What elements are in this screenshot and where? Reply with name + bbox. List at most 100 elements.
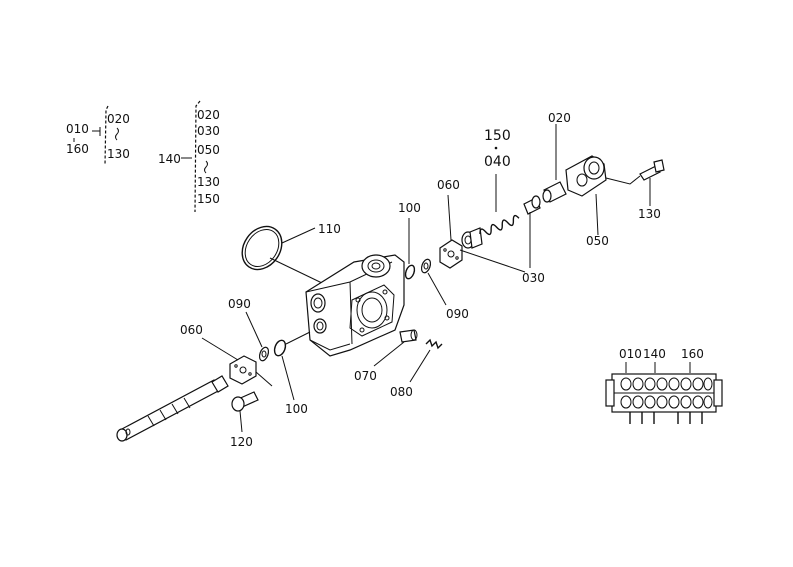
label-020: 020 (548, 111, 571, 125)
section-ellipse (644, 395, 656, 409)
legend-tilde-2 (204, 160, 208, 174)
label-060-right: 060 (437, 178, 460, 192)
legend-label-140: 140 (158, 152, 181, 166)
washer-090-right-hole (423, 262, 429, 270)
label-030: 030 (522, 271, 545, 285)
leader-110-to-body (269, 257, 323, 284)
section-ellipse (692, 377, 704, 391)
front-port-lower (313, 318, 327, 334)
part-050-housing: 050 (565, 155, 609, 248)
upper-port-hole (367, 259, 385, 273)
washer-090-left-hole (261, 350, 267, 358)
part-100-oring-bottom: 100 (273, 331, 311, 416)
leader-090-left (245, 311, 263, 348)
oring-100-top-shape (404, 264, 416, 280)
label-050: 050 (586, 234, 609, 248)
flange-bolt-hole-4 (384, 315, 390, 321)
cover-060-left-hole (239, 366, 247, 374)
flange-bolt-hole-2 (382, 289, 388, 295)
housing-050-boss (583, 156, 605, 180)
cover-060-left-shape (229, 355, 257, 385)
section-ellipse (703, 377, 713, 391)
label-130: 130 (638, 207, 661, 221)
housing-050-port (576, 173, 588, 187)
side-bore-inner (361, 297, 383, 323)
part-020-plug: 020 (542, 111, 571, 203)
part-060-cover-left: 060 (180, 323, 273, 387)
spool-shaft (119, 379, 221, 441)
spring-040-coil (479, 214, 520, 236)
assembly-label-010: 010 (619, 347, 642, 361)
legend-label-030: 030 (197, 124, 220, 138)
section-ellipse (620, 395, 632, 409)
spool-lands (147, 397, 191, 427)
part-poppet: 030 (459, 195, 545, 285)
bolt-130-leader-line (605, 175, 641, 185)
section-ellipse (620, 377, 632, 391)
part-spool (116, 375, 229, 442)
section-ellipse (703, 395, 713, 409)
legend-label-160: 160 (66, 142, 89, 156)
leader-090-right (427, 272, 447, 306)
assembly-endcap-left (605, 379, 615, 407)
label-070: 070 (354, 369, 377, 383)
section-ellipse (656, 377, 668, 391)
leader-110 (281, 227, 316, 244)
cover-060-right-bolt-1 (443, 248, 447, 252)
part-100-oring-top: 100 (398, 201, 421, 280)
leader-060-right (447, 194, 452, 241)
legend-bracket-1 (104, 105, 109, 166)
section-ellipse (668, 395, 680, 409)
oring-110-shape (241, 225, 283, 271)
cover-060-right-shape (439, 239, 463, 269)
label-060-left: 060 (180, 323, 203, 337)
label-090-right: 090 (446, 307, 469, 321)
housing-050-bore (588, 161, 600, 175)
part-090-washer-right: 090 (420, 258, 469, 321)
part-080-spring: 080 (390, 338, 443, 399)
washer-090-left-shape (258, 346, 270, 362)
label-100-bottom: 100 (285, 402, 308, 416)
legend-tilde-1 (115, 127, 119, 141)
part-130-bolt: 130 (605, 159, 665, 221)
section-ellipse (668, 377, 680, 391)
part-060-cover-right: 060 (437, 178, 463, 269)
label-120: 120 (230, 435, 253, 449)
leader-060-left-extra (255, 371, 273, 387)
washer-090-right-shape (420, 258, 432, 274)
spool-clevis-hole (125, 428, 131, 436)
legend-group-2: 140 020 030 050 130 150 (158, 100, 220, 213)
cover-060-right-hole (447, 250, 455, 258)
legend-label-130b: 130 (197, 175, 220, 189)
assembly-section-bodies (620, 377, 713, 409)
legend-label-010: 010 (66, 122, 89, 136)
label-150-dot (494, 146, 498, 150)
spool-tip (211, 375, 229, 393)
part-040-spring: 150 040 (479, 128, 520, 236)
part-110-oring: 110 (241, 222, 341, 284)
assembly-label-140: 140 (643, 347, 666, 361)
front-port-upper-inner (313, 297, 323, 309)
flange-bolt-hole-1 (355, 297, 361, 303)
cover-060-right-bolt-2 (455, 256, 459, 260)
side-bore-outer (356, 291, 388, 329)
part-090-washer-left: 090 (228, 297, 270, 362)
assembly-endcap-right (713, 379, 723, 407)
section-ellipse (680, 395, 692, 409)
plug-020-face (542, 189, 552, 203)
assembly-label-160: 160 (681, 347, 704, 361)
section-ellipse (680, 377, 692, 391)
leader-070 (373, 341, 405, 367)
oring-100-bottom-shape (273, 339, 287, 357)
label-150: 150 (484, 128, 511, 144)
leader-050 (595, 193, 599, 236)
legend-label-150: 150 (197, 192, 220, 206)
bolt-130-head (653, 159, 665, 173)
section-ellipse (644, 377, 656, 391)
section-ellipse (632, 377, 644, 391)
leader-120 (239, 410, 243, 433)
poppet-face (531, 195, 541, 209)
front-port-upper (310, 293, 326, 313)
front-port-lower-inner (316, 321, 324, 331)
